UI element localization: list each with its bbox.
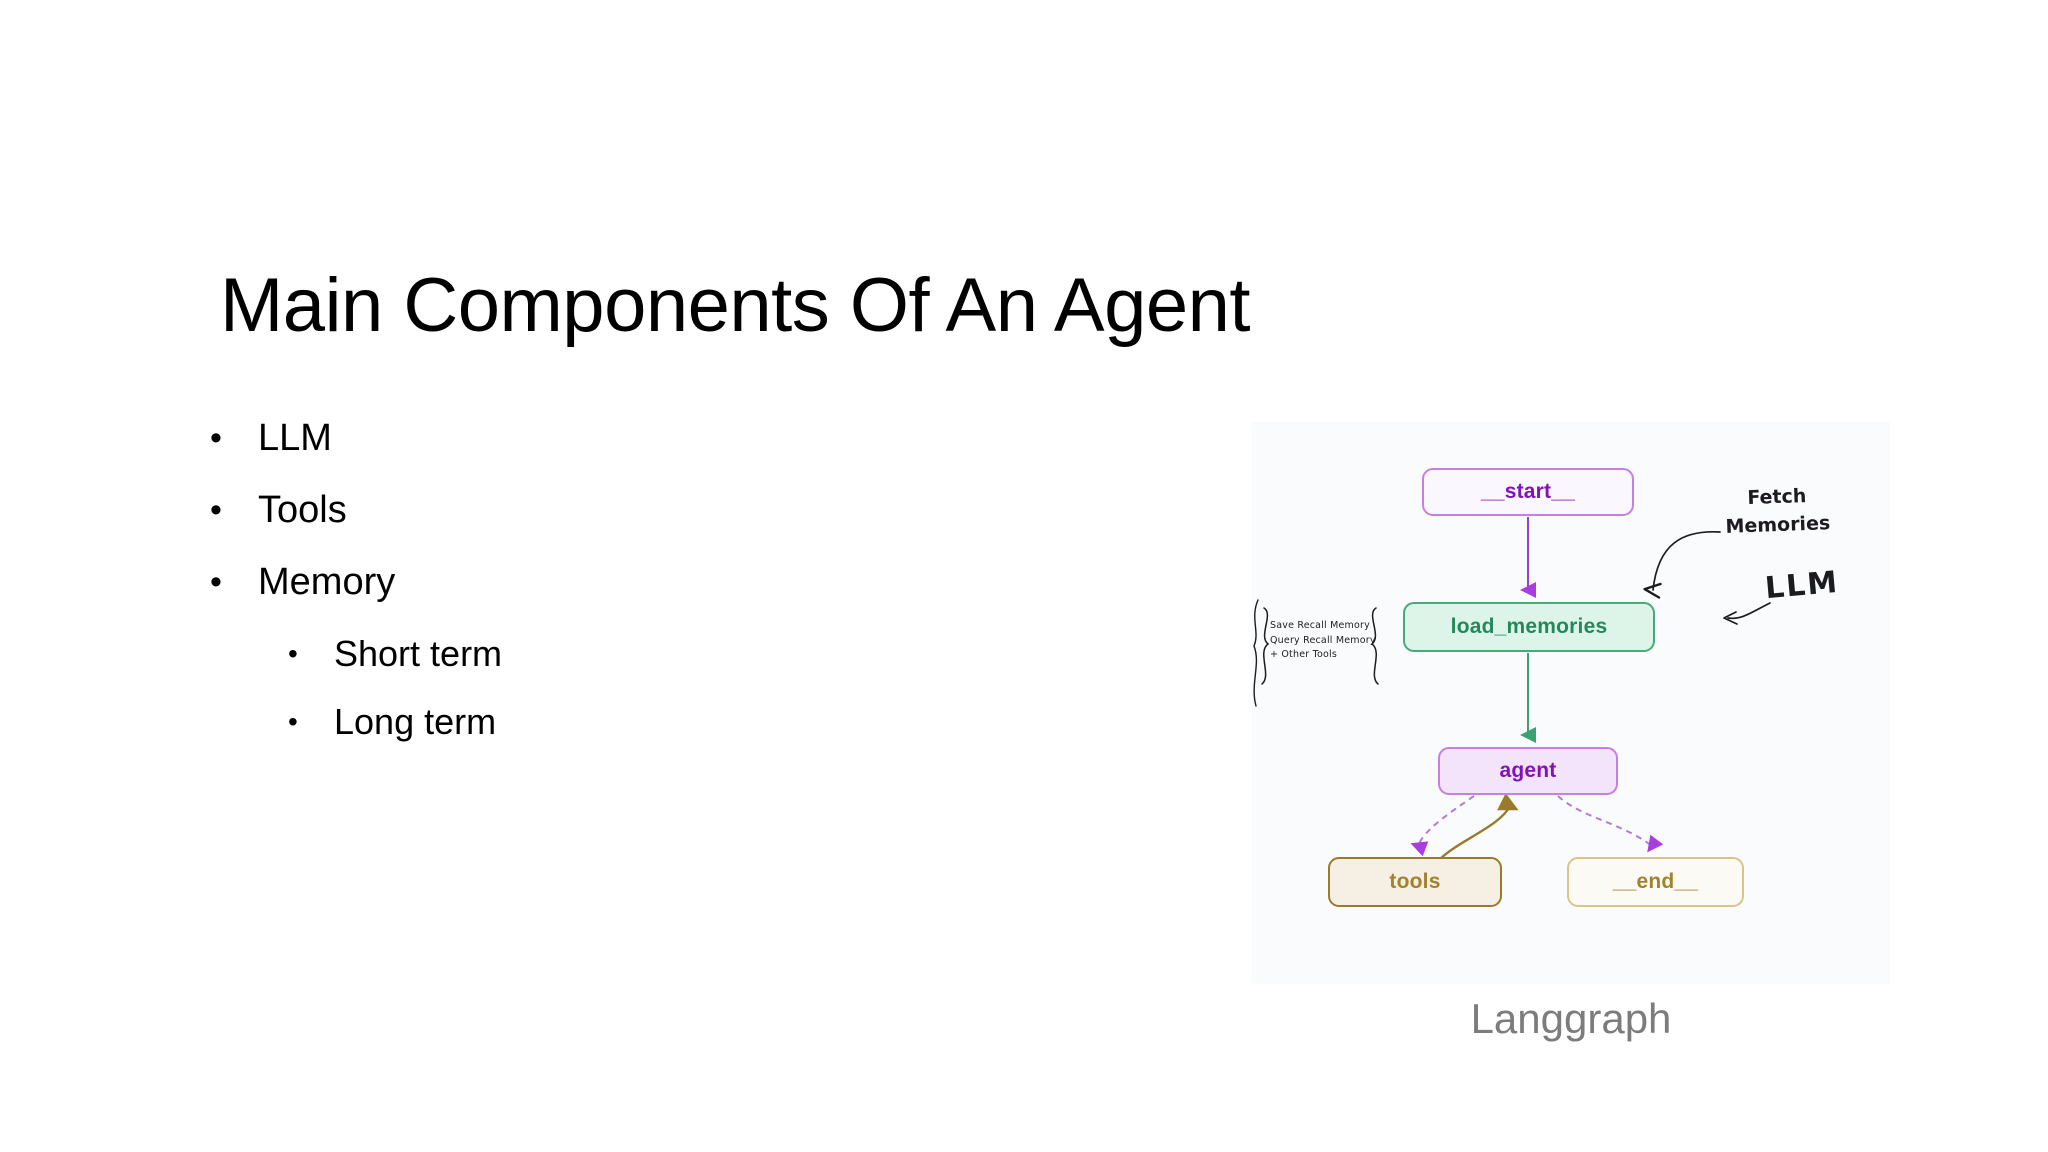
bullet-marker-icon: • [210,491,222,529]
bullet-marker-icon: • [210,419,222,457]
figure-caption: Langgraph [1470,995,1672,1042]
list-item-label: Tools [258,489,347,531]
list-item-label: LLM [258,417,332,459]
list-item: • Tools [210,484,970,536]
list-item-label: Memory [258,561,396,603]
annotation-llm: LLM [1763,564,1841,607]
bullet-list: • LLM • Tools • Memory • Short term • Lo… [210,412,970,764]
langgraph-diagram: __start__ load_memories agent tools __en… [1252,422,1890,984]
bullet-marker-icon: • [288,706,298,737]
page-title: Main Components Of An Agent [220,263,1251,348]
annotation-tools-note: Save Recall Memory Query Recall Memory +… [1270,620,1376,661]
bullet-marker-icon: • [210,563,222,601]
node-agent[interactable]: agent [1438,747,1618,795]
node-tools[interactable]: tools [1328,857,1502,907]
list-item: • LLM [210,412,970,464]
list-item-label: Long term [334,701,497,742]
bullet-marker-icon: • [288,638,298,669]
list-item: • Short term [210,628,970,680]
annotation-fetch-memories: Fetch Memories [1725,484,1831,538]
list-item-label: Short term [334,633,503,674]
node-end[interactable]: __end__ [1567,857,1744,907]
node-start[interactable]: __start__ [1422,468,1634,516]
list-item: • Long term [210,696,970,748]
list-item: • Memory [210,556,970,608]
node-load-memories[interactable]: load_memories [1403,602,1655,652]
